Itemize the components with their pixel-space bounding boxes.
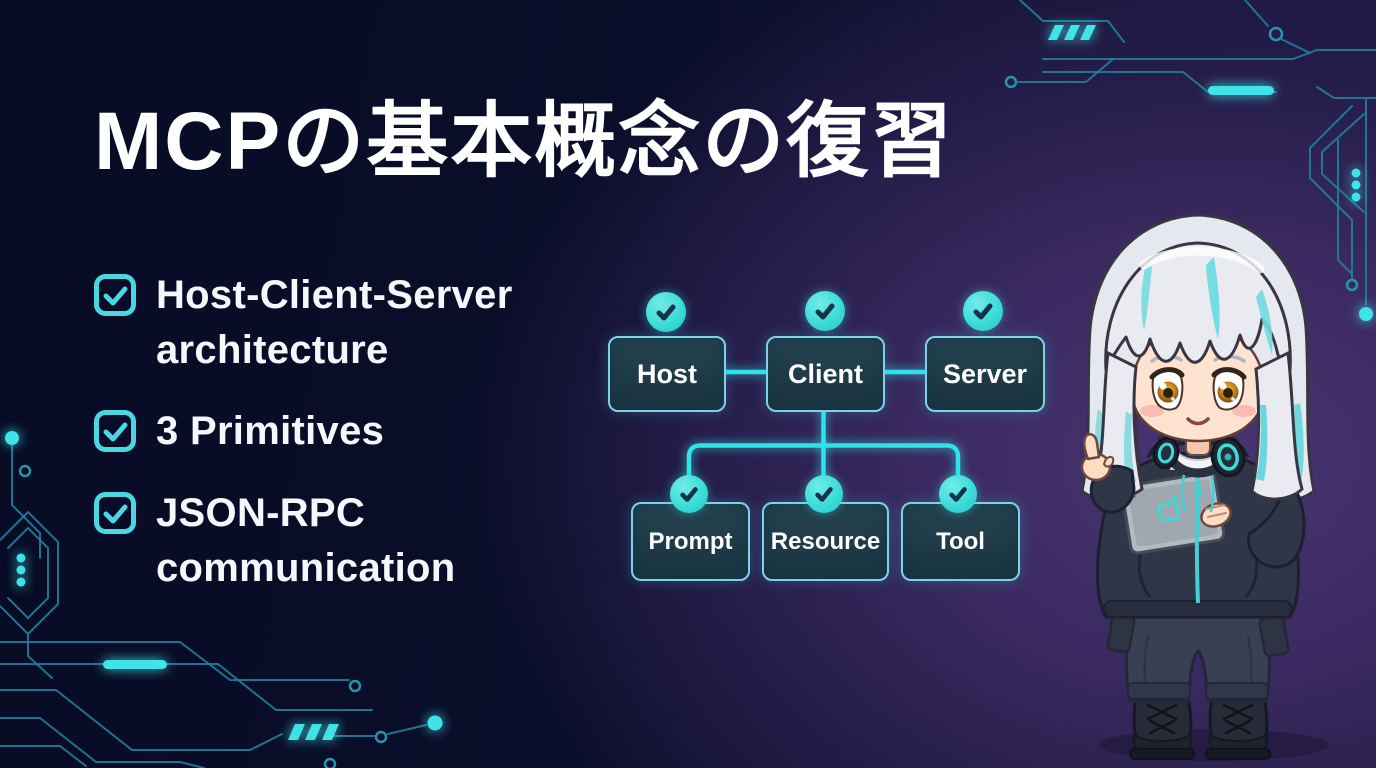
diagram-node-client: Client: [766, 336, 885, 412]
checklist-item-architecture: Host-Client-Server architecture: [93, 268, 573, 378]
mascot-left-eye: [1149, 367, 1185, 411]
architecture-diagram: Host Client Server Prompt Resource Tool: [570, 284, 1070, 594]
check-circle-icon: [939, 475, 977, 513]
circuit-slashes-icon: [288, 724, 339, 740]
diagram-connector-lines: [686, 369, 961, 483]
checkbox-checked-icon: [94, 410, 136, 453]
checklist-item-primitives: 3 Primitives: [93, 404, 573, 459]
diagram-node-label: Tool: [936, 527, 985, 555]
diagram-node-server: Server: [925, 336, 1045, 412]
mascot-cargo-pants: [1106, 605, 1290, 703]
mascot-boots: [1129, 695, 1272, 761]
diagram-node-label: Client: [787, 358, 863, 389]
page-title: MCPの基本概念の復習: [94, 96, 955, 187]
check-circle-icon: [805, 291, 845, 331]
mascot-zipper: [1194, 468, 1200, 604]
checklist-item-jsonrpc: JSON-RPC communication: [93, 486, 573, 596]
diagram-node-label: Server: [942, 358, 1028, 389]
mascot-mouth: [1186, 417, 1210, 426]
checkbox-checked-icon: [94, 491, 136, 534]
diagram-node-label: Resource: [770, 527, 881, 555]
mascot-pointing-hand: [1080, 433, 1136, 514]
mascot-right-hand: [1200, 502, 1232, 528]
diagram-node-prompt: Prompt: [631, 502, 750, 581]
check-circle-icon: [805, 475, 843, 513]
check-circle-icon: [646, 292, 686, 332]
check-circle-icon: [963, 291, 1003, 331]
circuit-slashes-icon: [1048, 25, 1096, 40]
checklist-item-label: 3 Primitives: [156, 409, 385, 454]
diagram-node-label: Prompt: [648, 527, 733, 555]
tablet-logo-icon: [1157, 494, 1180, 523]
mascot-right-eye: [1211, 367, 1247, 411]
mascot-hair-front: [1092, 241, 1304, 501]
mascot-right-sleeve: [1247, 476, 1306, 569]
diagram-node-host: Host: [608, 336, 726, 412]
checkbox-checked-icon: [94, 274, 136, 316]
mascot-headphones: [1152, 434, 1246, 478]
mascot-character-illustration: [1080, 213, 1329, 761]
checklist: Host-Client-Server architecture 3 Primit…: [93, 268, 573, 596]
diagram-node-tool: Tool: [901, 502, 1020, 581]
diagram-node-label: Host: [637, 358, 697, 389]
checklist-item-label: JSON-RPC communication: [156, 490, 456, 590]
diagram-node-resource: Resource: [762, 502, 889, 581]
checklist-item-label: Host-Client-Server architecture: [156, 273, 513, 373]
check-circle-icon: [670, 475, 708, 513]
